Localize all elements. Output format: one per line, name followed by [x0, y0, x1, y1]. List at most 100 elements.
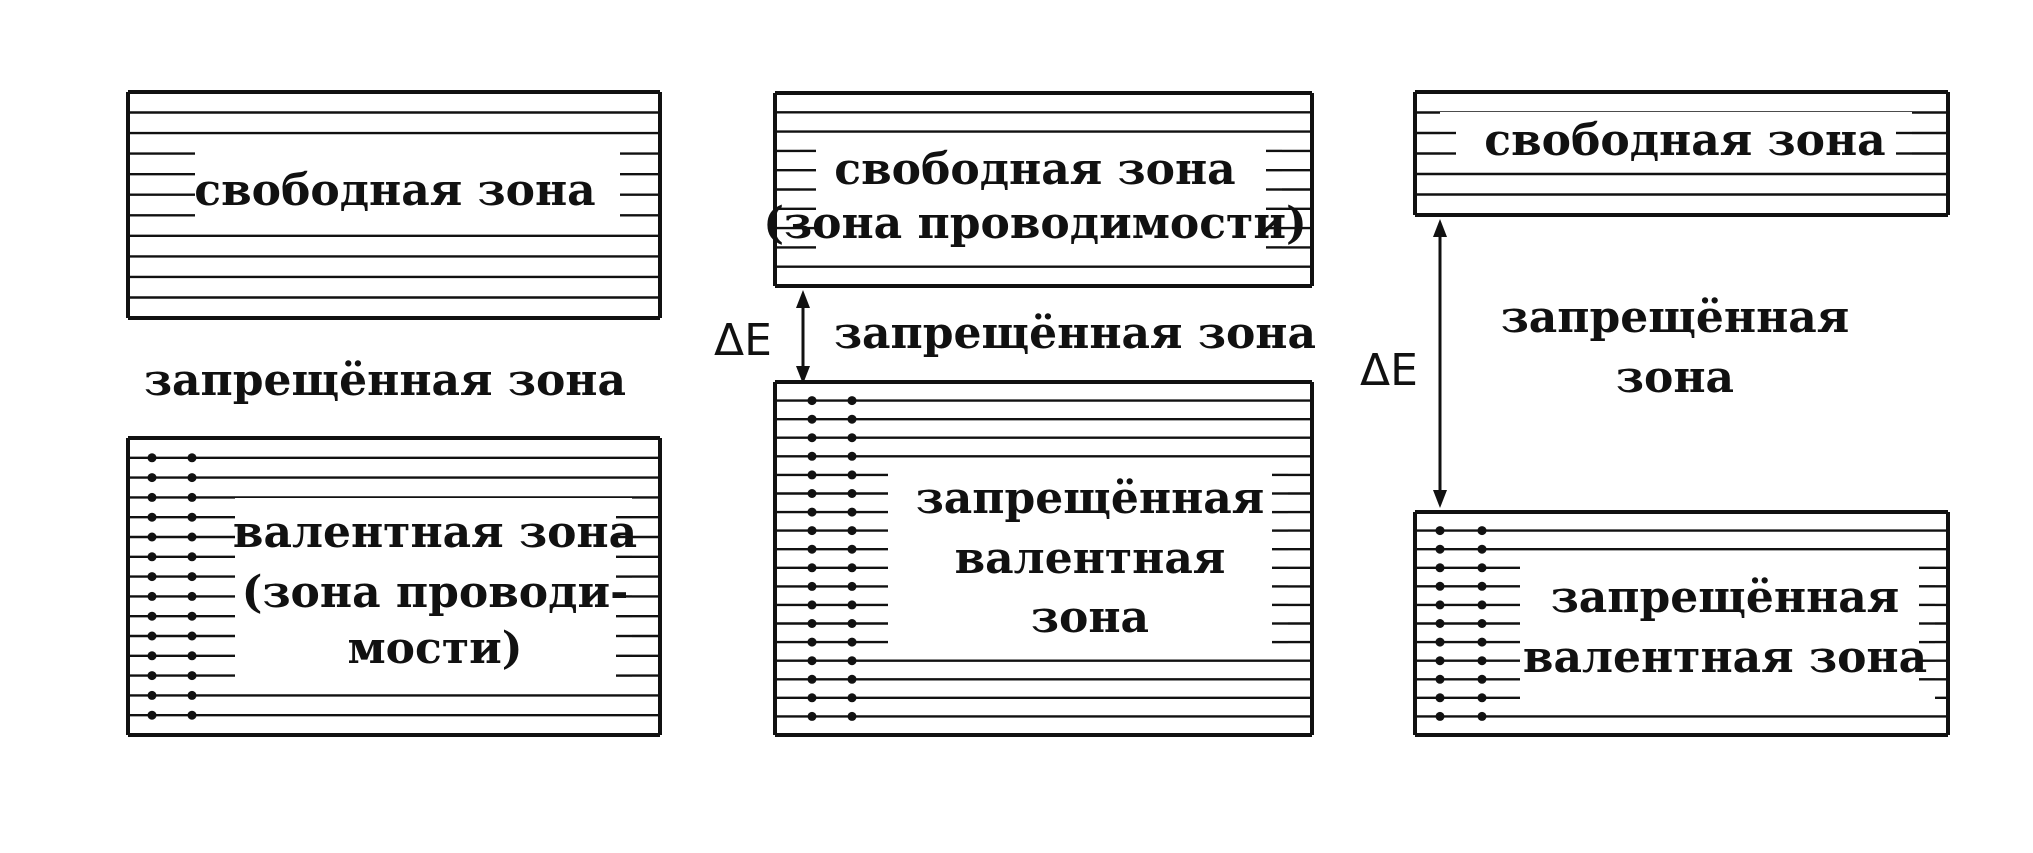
panel-2-conduction-label-line-1: свободная зона [834, 144, 1235, 195]
electron-dot [807, 581, 817, 591]
electron-dot [147, 591, 157, 601]
electron-dot [147, 572, 157, 582]
panel-1-valence-label-line-2: (зона проводи- [242, 567, 629, 618]
electron-dot [807, 619, 817, 628]
electron-dot [187, 631, 197, 641]
electron-dot [847, 600, 857, 610]
electron-dot [807, 693, 817, 703]
electron-dot [147, 611, 157, 621]
electron-dot [1477, 544, 1487, 554]
electron-dot [807, 470, 817, 480]
electron-dot [1477, 619, 1487, 628]
electron-dot [1435, 619, 1445, 628]
electron-dot [147, 690, 157, 700]
panel-2-conduction-label-line-2: (зона проводимости) [763, 198, 1307, 249]
panel-1-conduction-label: свободная зона [194, 165, 595, 216]
electron-dot [847, 526, 857, 536]
panel-3-valence-label-line-2: валентная зона [1523, 632, 1927, 683]
electron-dot [847, 544, 857, 554]
electron-dot [187, 473, 197, 483]
electron-dot [847, 433, 857, 443]
panel-1-conduction-band [126, 90, 662, 320]
electron-dot [147, 631, 157, 641]
panel-1-valence-label-line-1: валентная зона [233, 507, 637, 558]
electron-dot [147, 710, 157, 720]
electron-dot [847, 581, 857, 591]
electron-dot [1477, 711, 1487, 721]
electron-dot [847, 470, 857, 480]
electron-dot [187, 591, 197, 601]
electron-dot [1477, 526, 1487, 536]
electron-dot [1477, 600, 1487, 610]
electron-dot [807, 433, 817, 443]
electron-dot [847, 637, 857, 647]
electron-dot [807, 396, 817, 406]
electron-dot [187, 453, 197, 463]
panel-3-valence-label-line-1: запрещённая [1551, 572, 1900, 623]
panel-1-gap-label: запрещённая зона [144, 355, 626, 406]
electron-dot [847, 489, 857, 498]
panel-2-conduction-band [773, 91, 1314, 288]
panel-2-valence-label-line-1: запрещённая [916, 473, 1265, 524]
panel-3-conduction-band [1413, 90, 1950, 217]
panel-3-gap-label-line-1: запрещённая [1501, 292, 1850, 343]
electron-dot [847, 693, 857, 703]
electron-dot [847, 619, 857, 628]
panel-1-valence-label-line-3: мости) [347, 623, 522, 674]
band-label-area [1440, 112, 1912, 170]
electron-dot [807, 526, 817, 536]
electron-dot [847, 451, 857, 461]
band-label-area [1520, 556, 1935, 700]
electron-dot [1477, 656, 1487, 666]
electron-dot [1477, 674, 1487, 684]
electron-dot [147, 453, 157, 463]
electron-dot [187, 651, 197, 661]
electron-dot [847, 414, 857, 424]
electron-dot [1477, 693, 1487, 703]
electron-dot [1435, 637, 1445, 647]
electron-dot [847, 674, 857, 684]
electron-dot [847, 656, 857, 666]
electron-dot [807, 656, 817, 666]
electron-dot [1435, 544, 1445, 554]
electron-dot [807, 507, 817, 517]
electron-dot [147, 651, 157, 661]
electron-dot [1435, 581, 1445, 591]
electron-dot [187, 532, 197, 542]
panel-2-valence-label-line-2: валентная [955, 533, 1226, 584]
electron-dot [187, 710, 197, 720]
panel-2-gap-arrow [796, 290, 810, 384]
panel-1-valence-band [126, 436, 662, 737]
panel-3-gap-symbol: ΔE [1360, 345, 1418, 396]
panel-2: свободная зона (зона проводимости) ΔE за… [714, 91, 1316, 737]
electron-dot [1435, 563, 1445, 573]
electron-dot [807, 711, 817, 721]
electron-dot [187, 512, 197, 522]
panel-2-valence-band [773, 380, 1314, 737]
panel-3: свободная зона ΔE запрещённая зона запре… [1360, 90, 1950, 737]
electron-dot [187, 572, 197, 582]
band-label-area [195, 148, 620, 232]
electron-dot [847, 711, 857, 721]
electron-dot [1477, 563, 1487, 573]
panel-1: свободная зона запрещённая зона валентна… [126, 90, 662, 737]
electron-dot [1435, 711, 1445, 721]
electron-dot [147, 473, 157, 483]
panel-3-valence-band [1413, 510, 1950, 737]
band-label-area [235, 498, 632, 690]
electron-dot [1435, 693, 1445, 703]
electron-dot [187, 611, 197, 621]
electron-dot [807, 600, 817, 610]
panel-2-gap-label: запрещённая зона [834, 308, 1316, 359]
electron-dot [807, 544, 817, 554]
electron-dot [1435, 674, 1445, 684]
electron-dot [1435, 600, 1445, 610]
panel-2-valence-label-line-3: зона [1031, 592, 1149, 643]
electron-dot [807, 674, 817, 684]
electron-dot [1477, 637, 1487, 647]
panel-3-gap-arrow [1433, 219, 1447, 508]
panel-3-conduction-label: свободная зона [1484, 115, 1885, 166]
electron-dot [1435, 656, 1445, 666]
electron-dot [807, 451, 817, 461]
